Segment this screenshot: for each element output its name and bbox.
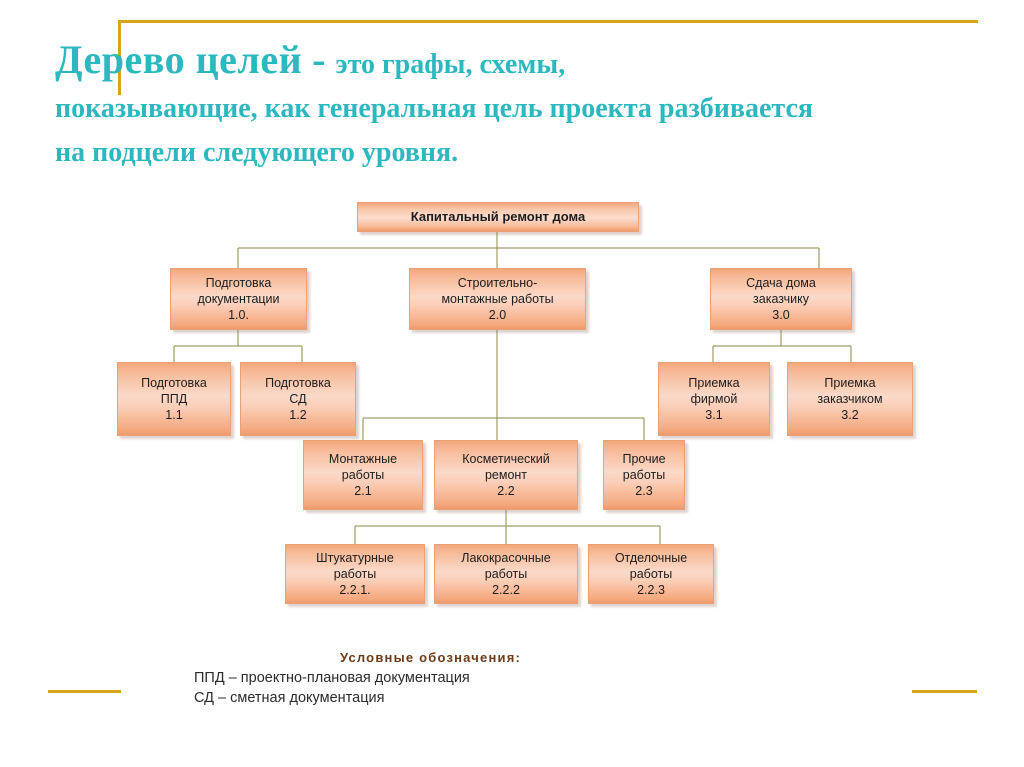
node-1-0-line3: 1.0. — [228, 308, 249, 322]
title-emphasis: Дерево целей — [55, 37, 303, 82]
frame-top-rule — [118, 20, 978, 23]
node-2-2-line1: Косметический — [462, 452, 550, 466]
legend-line-sd: СД – сметная документация — [194, 690, 385, 706]
node-3-2-line3: 3.2 — [841, 408, 859, 422]
node-2-2-line3: 2.2 — [497, 484, 515, 498]
node-1-2-line3: 1.2 — [289, 408, 307, 422]
connector-lines — [173, 232, 852, 544]
node-3-1-line3: 3.1 — [705, 408, 723, 422]
title-rest-line1: это графы, схемы, — [335, 49, 566, 80]
node-2-0-line1: Строительно- — [457, 276, 538, 290]
node-2-1-line1: Монтажные — [328, 452, 398, 466]
node-1-2-line1: Подготовка — [265, 376, 331, 390]
node-root-line1: Капитальный ремонт дома — [410, 209, 586, 224]
title-dash: - — [302, 37, 336, 82]
node-2-2-1[interactable]: Штукатурные работы 2.2.1. — [285, 544, 425, 604]
page-title: Дерево целей - это графы, схемы, показыв… — [55, 38, 965, 175]
node-2-3-line3: 2.3 — [635, 484, 653, 498]
node-3-0-line1: Сдача дома — [746, 276, 816, 290]
node-2-1-line2: работы — [341, 468, 385, 482]
node-2-2-line2: ремонт — [484, 468, 528, 482]
node-2-2-2-line2: работы — [484, 567, 528, 581]
node-2-0-line2: монтажные работы — [441, 292, 554, 306]
node-3-2[interactable]: Приемка заказчиком 3.2 — [787, 362, 913, 436]
legend-line-ppd: ППД – проектно-плановая документация — [194, 670, 470, 686]
node-2-1[interactable]: Монтажные работы 2.1 — [303, 440, 423, 510]
node-3-0-line2: заказчику — [753, 292, 809, 306]
node-2-2-3[interactable]: Отделочные работы 2.2.3 — [588, 544, 714, 604]
node-2-2-3-line3: 2.2.3 — [637, 583, 665, 597]
node-1-1-line3: 1.1 — [165, 408, 183, 422]
node-2-2-1-line1: Штукатурные — [316, 551, 394, 565]
node-1-0-line1: Подготовка — [205, 276, 272, 290]
node-3-0[interactable]: Сдача дома заказчику 3.0 — [710, 268, 852, 330]
node-2-2-1-line3: 2.2.1. — [339, 583, 371, 597]
node-2-2-2-line1: Лакокрасочные — [461, 551, 551, 565]
node-3-1-line1: Приемка — [688, 376, 740, 390]
node-1-2-line2: СД — [289, 392, 307, 406]
title-rest-line3: на подцели следующего уровня. — [55, 137, 459, 168]
node-2-0-line3: 2.0 — [488, 308, 507, 322]
node-3-2-line1: Приемка — [824, 376, 876, 390]
node-1-0[interactable]: Подготовка документации 1.0. — [170, 268, 307, 330]
node-2-2[interactable]: Косметический ремонт 2.2 — [434, 440, 578, 510]
node-2-2-1-line2: работы — [333, 567, 377, 581]
node-1-1-line1: Подготовка — [141, 376, 207, 390]
node-root[interactable]: Капитальный ремонт дома — [357, 202, 639, 232]
node-2-3[interactable]: Прочие работы 2.3 — [603, 440, 685, 510]
legend-title: Условные обозначения: — [340, 650, 522, 665]
node-3-2-line2: заказчиком — [817, 392, 883, 406]
node-2-2-3-line2: работы — [629, 567, 673, 581]
node-1-2[interactable]: Подготовка СД 1.2 — [240, 362, 356, 436]
node-2-3-line1: Прочие — [622, 452, 666, 466]
node-3-0-line3: 3.0 — [772, 308, 790, 322]
node-1-1-line2: ППД — [160, 392, 188, 406]
node-3-1[interactable]: Приемка фирмой 3.1 — [658, 362, 770, 436]
node-3-1-line2: фирмой — [690, 392, 738, 406]
frame-bottom-right-rule — [912, 690, 977, 693]
node-1-0-line2: документации — [197, 292, 280, 306]
node-2-1-line3: 2.1 — [354, 484, 372, 498]
frame-left-rule — [118, 20, 121, 95]
goal-tree-diagram: Капитальный ремонт дома Подготовка докум… — [0, 190, 1024, 640]
node-2-3-line2: работы — [622, 468, 666, 482]
node-2-2-3-line1: Отделочные — [614, 551, 688, 565]
node-2-2-2-line3: 2.2.2 — [492, 583, 520, 597]
node-2-0[interactable]: Строительно- монтажные работы 2.0 — [409, 268, 586, 330]
node-1-1[interactable]: Подготовка ППД 1.1 — [117, 362, 231, 436]
node-2-2-2[interactable]: Лакокрасочные работы 2.2.2 — [434, 544, 578, 604]
frame-bottom-left-rule — [48, 690, 121, 693]
title-rest-line2: показывающие, как генеральная цель проек… — [55, 93, 814, 124]
